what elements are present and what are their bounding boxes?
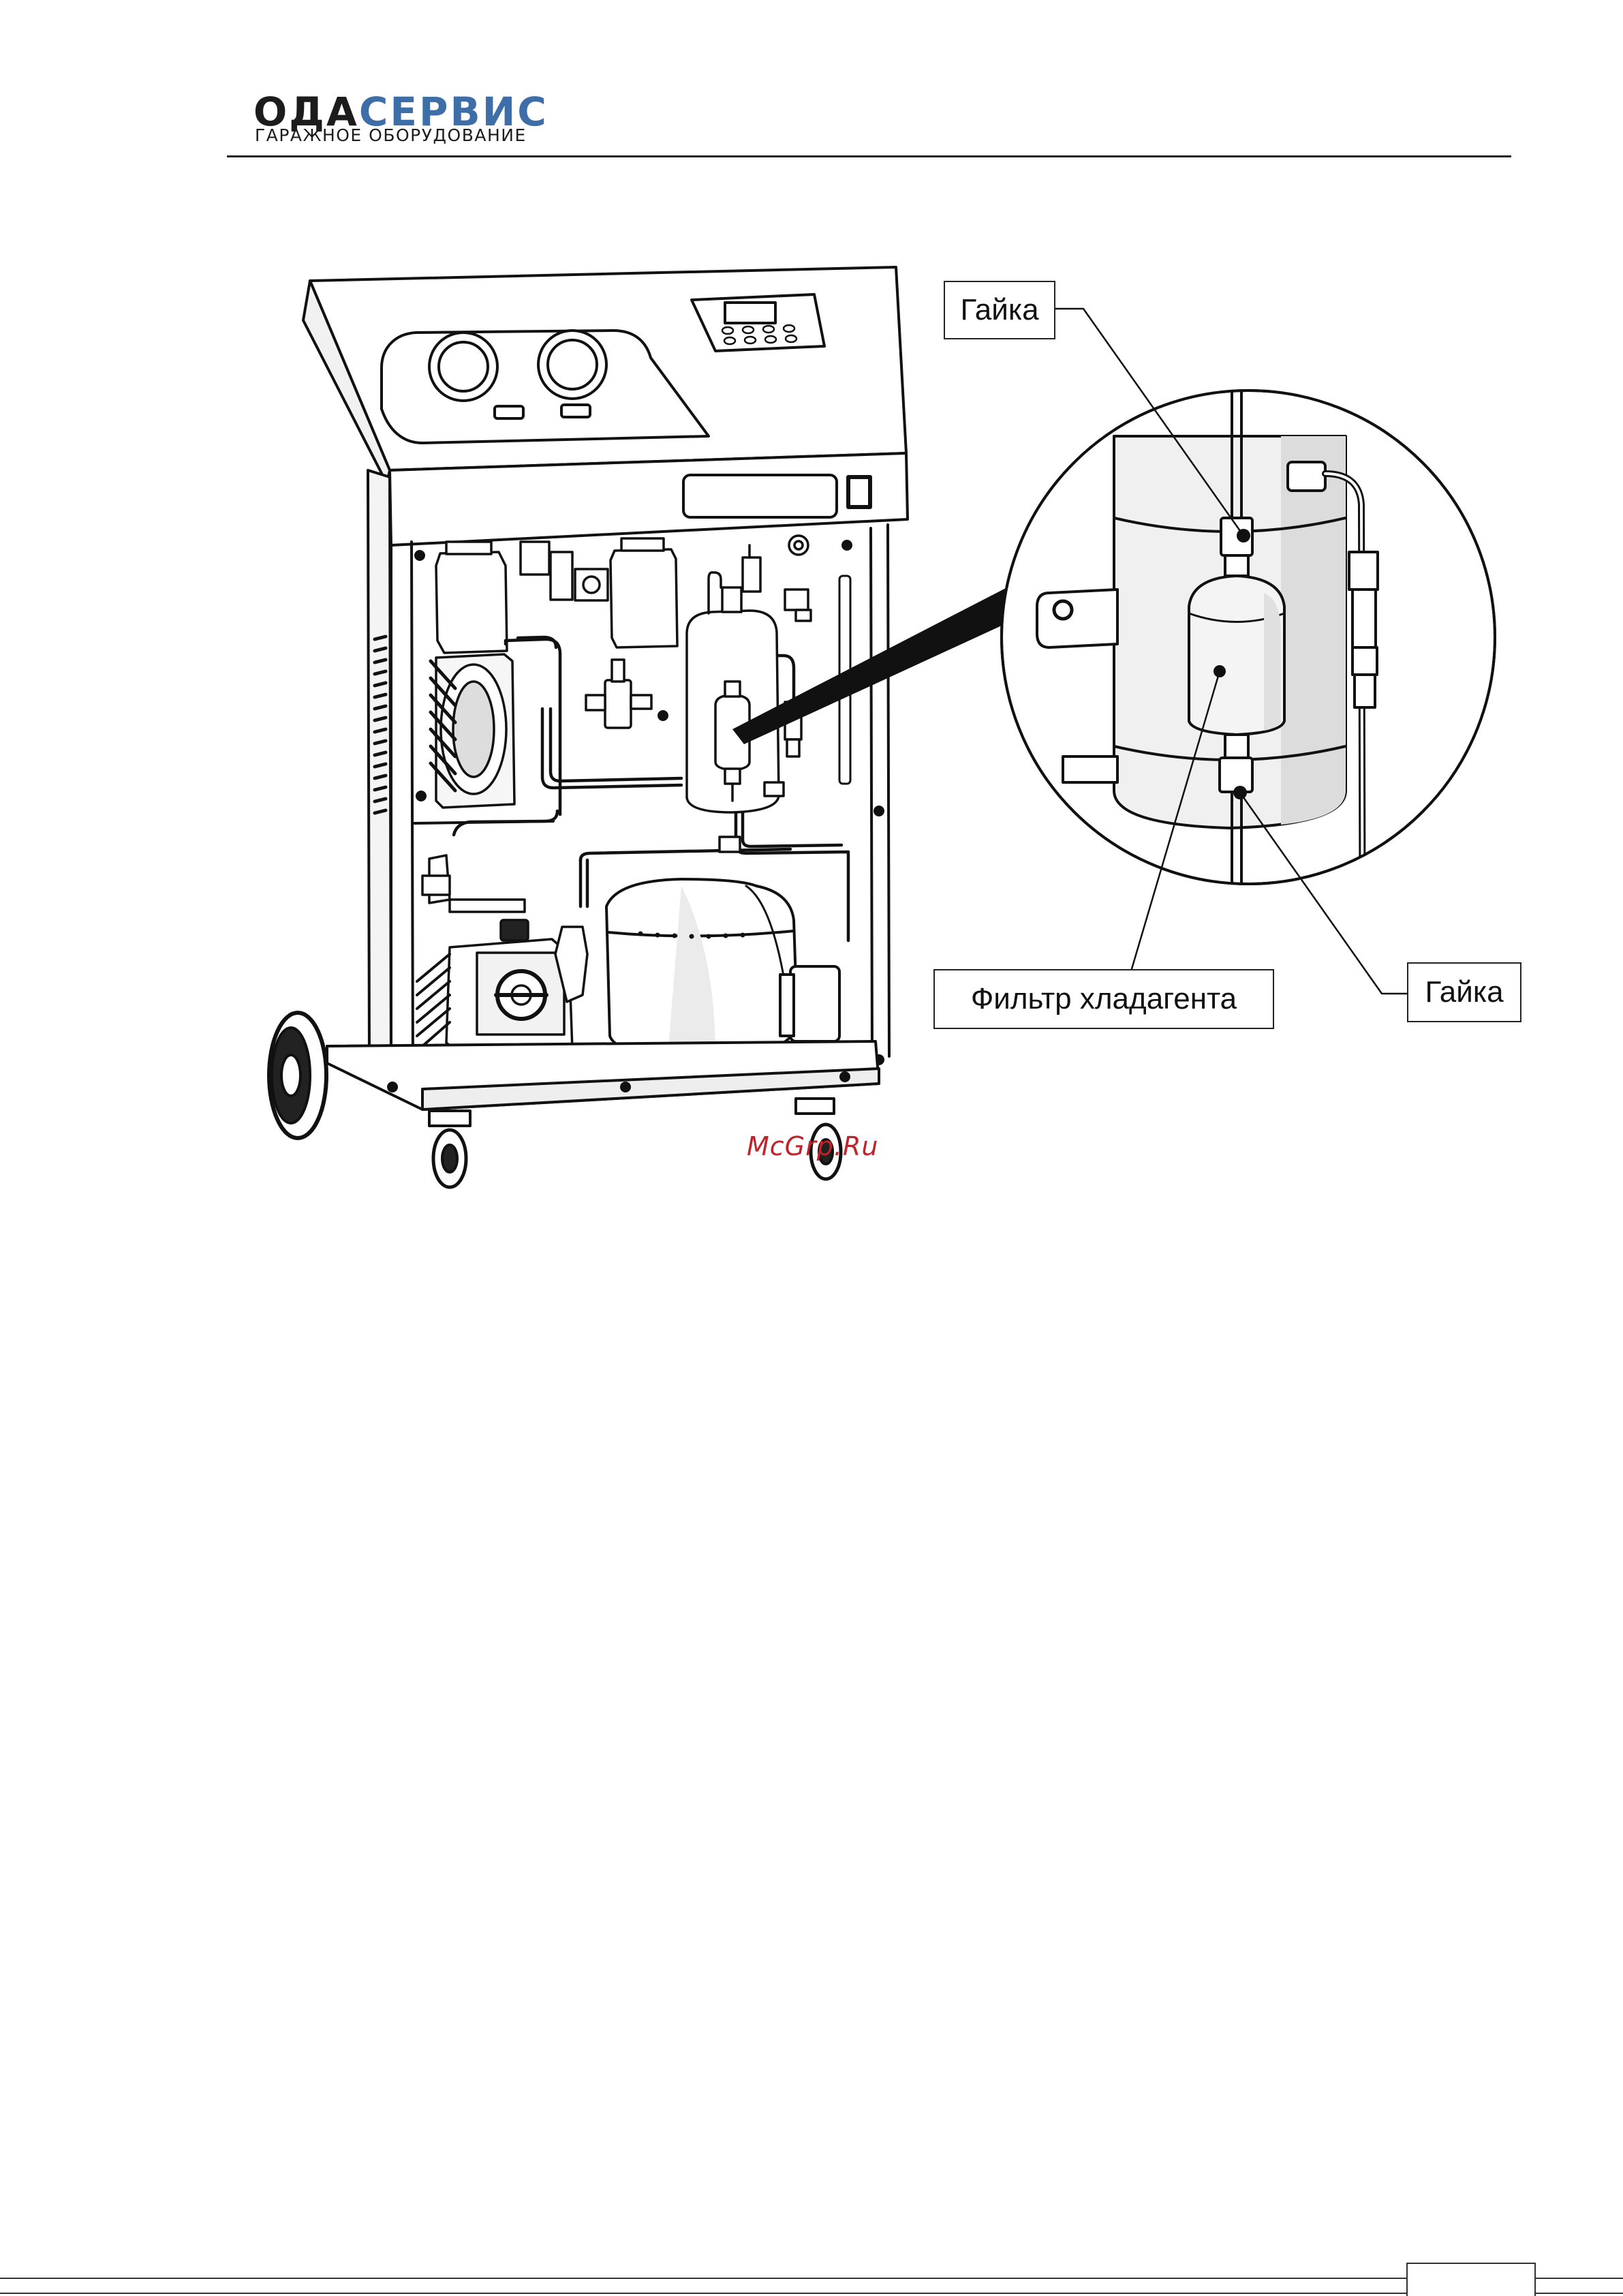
front-band (390, 453, 908, 545)
watermark-text: McGrp.Ru (747, 1131, 878, 1161)
vacuum-pump (417, 855, 587, 1056)
zoom-detail (1002, 382, 1495, 1022)
condenser-fan (431, 654, 514, 808)
footer-rule-top (0, 2278, 1623, 2279)
equipment-figure: Гайка Фильтр хладагента Гайка McGrp.Ru (0, 0, 1623, 1227)
callout-refrigerant-filter: Фильтр хладагента (933, 969, 1274, 1029)
callout-nut-bottom: Гайка (1407, 962, 1521, 1022)
page-number-tab (1406, 2263, 1536, 2296)
top-console (303, 267, 906, 484)
footer-rule-bottom (0, 2293, 1623, 2294)
callout-nut-top: Гайка (944, 281, 1055, 339)
compressor (600, 879, 839, 1066)
station-illustration (0, 0, 1623, 1227)
